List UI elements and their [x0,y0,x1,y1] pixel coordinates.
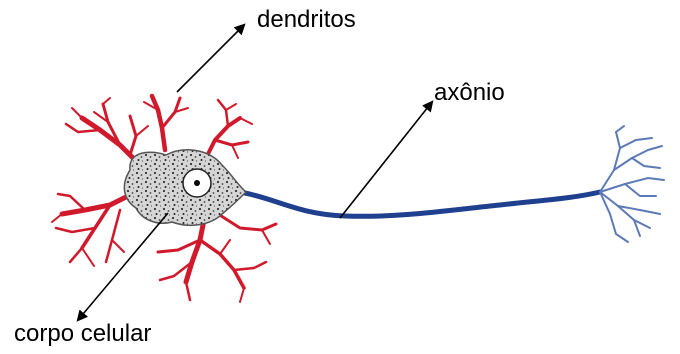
axon-label: axônio [434,81,505,105]
dendrites-label: dendritos [257,8,356,32]
nucleolus [194,180,200,186]
dendrites-arrow [177,25,244,92]
axon-arrow [340,102,432,218]
axon [240,192,600,216]
cell-body-label: corpo celular [14,322,151,346]
axon-terminals [600,126,664,242]
